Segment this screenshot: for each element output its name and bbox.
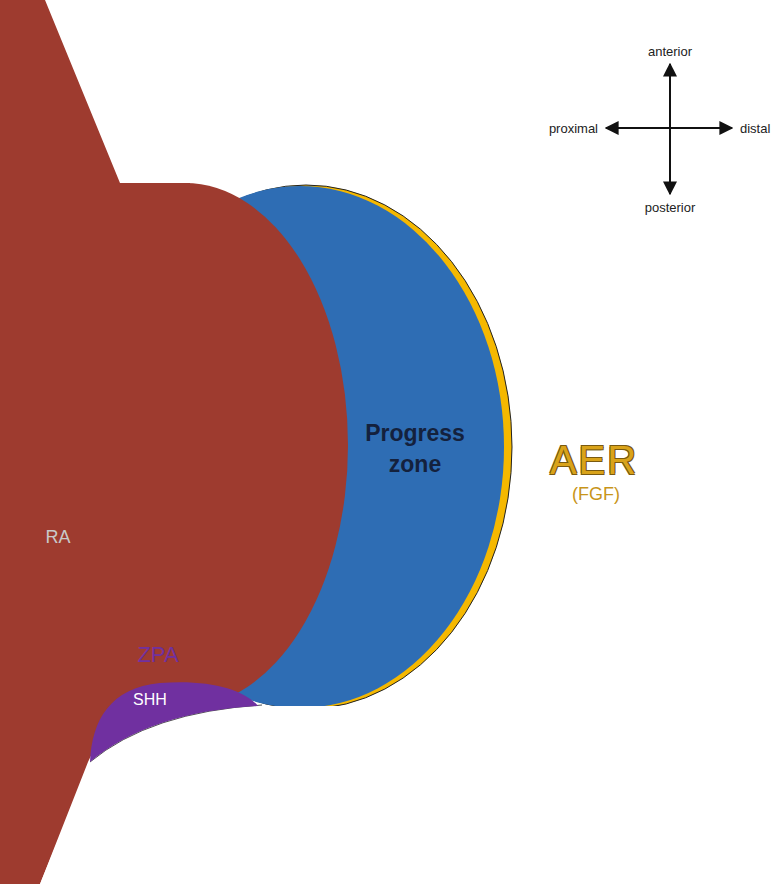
ground (40, 706, 782, 884)
axis-label: distal (740, 121, 770, 136)
axis-label: anterior (648, 44, 692, 59)
axis-arrow (669, 64, 671, 128)
signal-name: (FGF) (572, 484, 620, 506)
region-label: Progress zone (356, 418, 474, 480)
region-heading: ZPA (137, 642, 178, 668)
axis-arrow (665, 127, 732, 129)
region-label: RA (45, 527, 70, 549)
signal-name: SHH (133, 690, 167, 709)
region-heading: AER (550, 436, 638, 484)
region-node: RA (28, 527, 88, 549)
zpa-region (90, 682, 258, 762)
axis-arrow (606, 127, 665, 129)
axis-label: proximal (549, 121, 598, 136)
region-node: AER(FGF) (534, 436, 654, 506)
axis-label: posterior (645, 200, 696, 215)
region-node: Progress zone (356, 418, 474, 480)
region-node: ZPA SHH (98, 642, 218, 710)
axis-arrow (669, 128, 671, 194)
